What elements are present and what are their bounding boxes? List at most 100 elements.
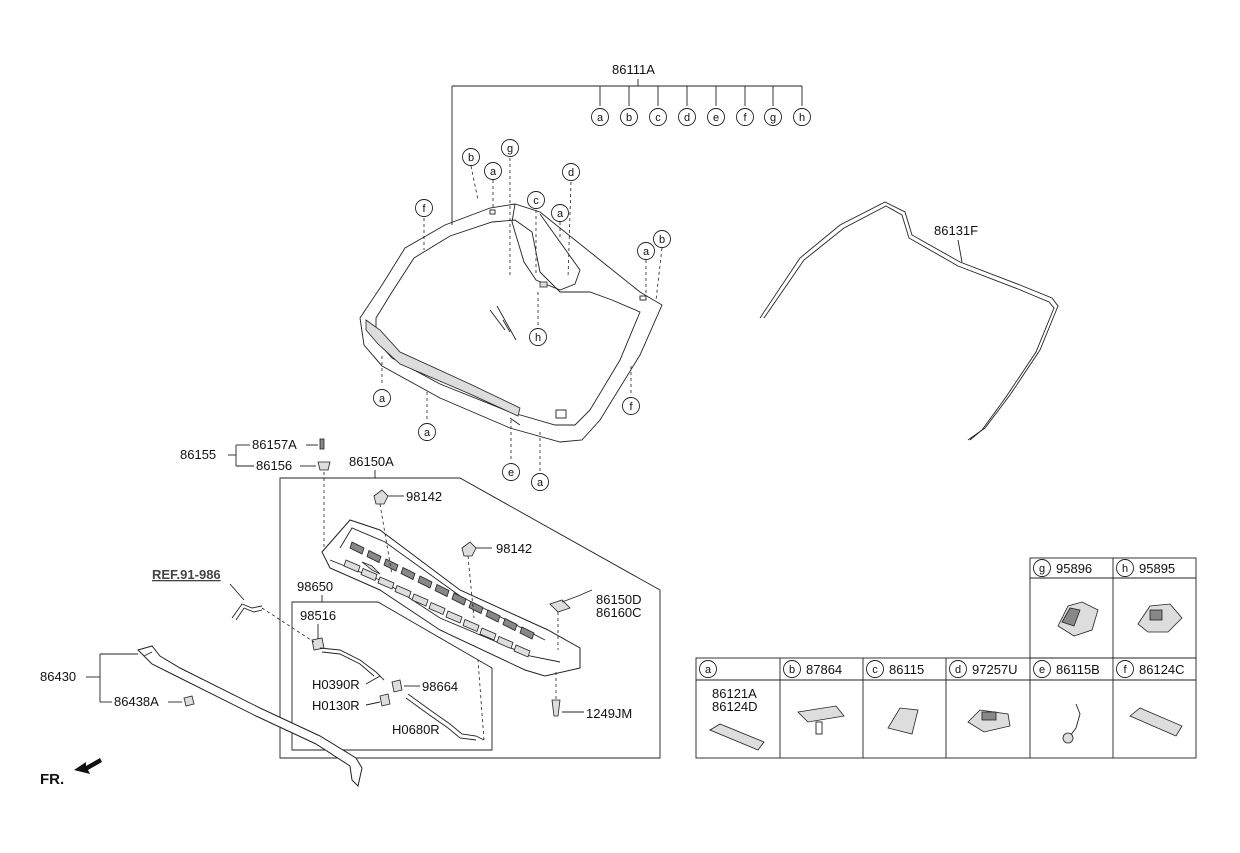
svg-text:a: a: [537, 477, 544, 489]
windshield-molding[interactable]: [759, 201, 1059, 441]
vent-slot-lower: [360, 567, 378, 582]
hose-2-label: H0130R: [312, 698, 360, 713]
glass-letter-row: a b c d e f g h: [591, 108, 811, 126]
letter-callout-g: g: [764, 108, 782, 126]
screw-part[interactable]: [551, 699, 561, 717]
washer-nozzle-right[interactable]: [461, 541, 477, 557]
glass-callout-f: f: [415, 199, 433, 217]
cowl-c-label: 86160C: [596, 605, 642, 620]
legend-f-letter: f: [1116, 660, 1134, 678]
letter-callout-d: d: [678, 108, 696, 126]
legend-d-part: 97257U: [972, 662, 1018, 677]
svg-text:a: a: [424, 427, 431, 439]
valve-label: 98664: [422, 679, 458, 694]
thumb-f-strip: [1129, 707, 1183, 737]
hose-assy-label: 98650: [297, 579, 333, 594]
legend-a-letter: a: [699, 660, 717, 678]
vent-slot: [366, 549, 382, 564]
glass-callout-f: f: [622, 397, 640, 415]
weatherstrip-label: 86430: [40, 669, 76, 684]
letter-callout-c: c: [649, 108, 667, 126]
legend-a-part-2: 86124D: [712, 699, 758, 714]
cowl-side-bracket[interactable]: [549, 599, 571, 613]
svg-text:f: f: [422, 203, 426, 215]
cowl-panel[interactable]: [321, 519, 581, 677]
glass-callout-b: b: [653, 230, 671, 248]
vent-slot: [349, 541, 365, 555]
cowl-weatherstrip[interactable]: [137, 645, 363, 787]
svg-text:f: f: [1123, 664, 1127, 676]
hose-h0130r[interactable]: [379, 693, 391, 707]
svg-text:a: a: [643, 246, 650, 258]
glass-callout-h: h: [529, 328, 547, 346]
svg-text:f: f: [743, 112, 747, 124]
legend-e-part: 86115B: [1056, 662, 1100, 677]
letter-callout-a: a: [591, 108, 609, 126]
thumb-c-pad: [887, 707, 919, 735]
vent-slot: [485, 609, 501, 623]
svg-text:a: a: [490, 166, 497, 178]
grommet-part[interactable]: [183, 695, 195, 707]
svg-text:c: c: [655, 112, 661, 124]
bolt-plate-part[interactable]: [319, 438, 325, 450]
legend-f-part: 86124C: [1139, 662, 1185, 677]
thumb-g-sensor: [1057, 601, 1099, 637]
vent-slot: [417, 575, 433, 589]
legend-a-part-1: 86121A: [712, 686, 757, 701]
legend-d-letter: d: [949, 660, 967, 678]
glass-callout-a: a: [484, 162, 502, 180]
valve-part[interactable]: [391, 679, 403, 693]
glass-callout-a: a: [637, 242, 655, 260]
vent-slot: [434, 583, 450, 598]
front-arrow-icon: [74, 758, 102, 774]
vent-slot: [519, 626, 535, 640]
svg-text:a: a: [379, 393, 386, 405]
vent-slot-lower: [445, 610, 463, 624]
hose-1-label: H0390R: [312, 677, 360, 692]
svg-text:d: d: [684, 112, 690, 124]
nozzle-left-label: 98142: [406, 489, 442, 504]
legend-g-part: 95896: [1056, 561, 1092, 576]
glass-callout-a: a: [418, 423, 436, 441]
svg-text:a: a: [705, 664, 712, 676]
svg-text:h: h: [535, 332, 541, 344]
clip-part[interactable]: [317, 461, 331, 471]
legend-b-letter: b: [783, 660, 801, 678]
vent-slot-lower: [496, 635, 514, 650]
svg-text:b: b: [659, 234, 665, 246]
svg-text:b: b: [626, 112, 632, 124]
svg-text:e: e: [713, 112, 719, 124]
washer-nozzle-left[interactable]: [373, 489, 389, 505]
thumb-b-clip: [797, 705, 845, 723]
svg-text:h: h: [799, 112, 805, 124]
molding-label: 86131F: [934, 223, 978, 238]
ref-hose[interactable]: [231, 603, 263, 619]
vent-slot-lower: [513, 644, 531, 658]
screw-label: 1249JM: [586, 706, 632, 721]
grommet-label: 86438A: [114, 694, 159, 709]
svg-text:c: c: [533, 195, 539, 207]
svg-text:a: a: [597, 112, 604, 124]
svg-text:e: e: [1039, 664, 1045, 676]
svg-text:d: d: [568, 167, 574, 179]
svg-text:d: d: [955, 664, 961, 676]
vent-slot: [400, 566, 416, 581]
hose-h0680r[interactable]: [407, 693, 485, 741]
windshield-glass[interactable]: [359, 203, 663, 443]
legend-h-part: 95895: [1139, 561, 1175, 576]
hose-h0390r[interactable]: [319, 647, 385, 681]
svg-text:a: a: [557, 208, 564, 220]
vent-slot-lower: [394, 584, 412, 599]
legend-b-part: 87864: [806, 662, 842, 677]
legend-table: [695, 557, 1197, 759]
vent-slot: [451, 592, 467, 606]
thumb-d-sensor: [967, 709, 1011, 733]
legend-thumbnails: [709, 601, 1183, 751]
letter-callout-f: f: [736, 108, 754, 126]
glass-assy-label: 86111A: [612, 62, 655, 77]
svg-text:b: b: [789, 664, 795, 676]
svg-text:c: c: [872, 664, 878, 676]
